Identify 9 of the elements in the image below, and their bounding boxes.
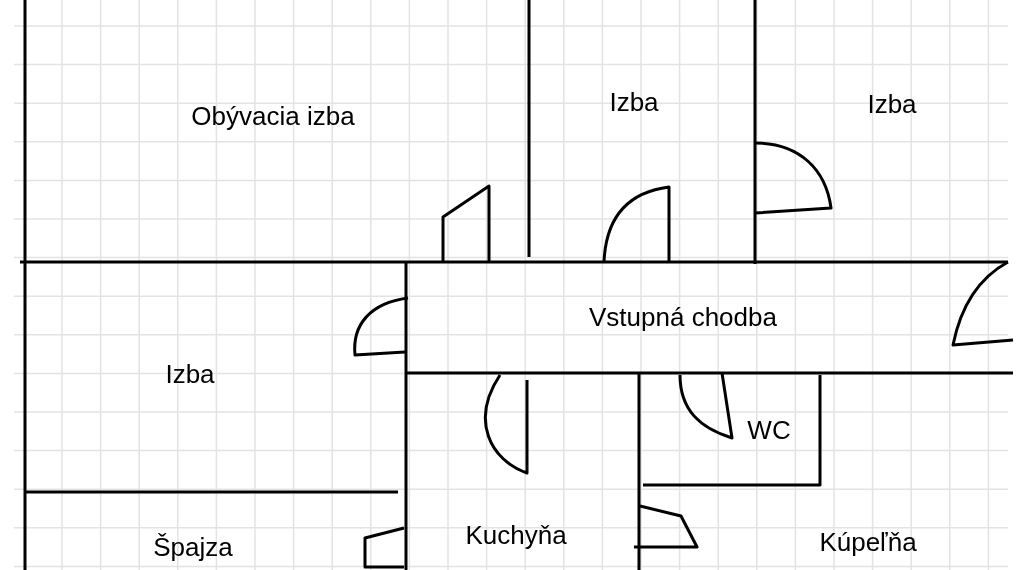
room-label: Špajza <box>153 532 233 562</box>
room-label: Izba <box>609 87 659 117</box>
room-label: Izba <box>165 359 215 389</box>
room-label: Vstupná chodba <box>589 302 777 332</box>
room-label: Izba <box>867 89 917 119</box>
room-label: Kuchyňa <box>465 520 567 550</box>
room-label: WC <box>747 415 791 445</box>
room-label: Obývacia izba <box>191 101 355 131</box>
room-label: Kúpeľňa <box>819 527 917 557</box>
